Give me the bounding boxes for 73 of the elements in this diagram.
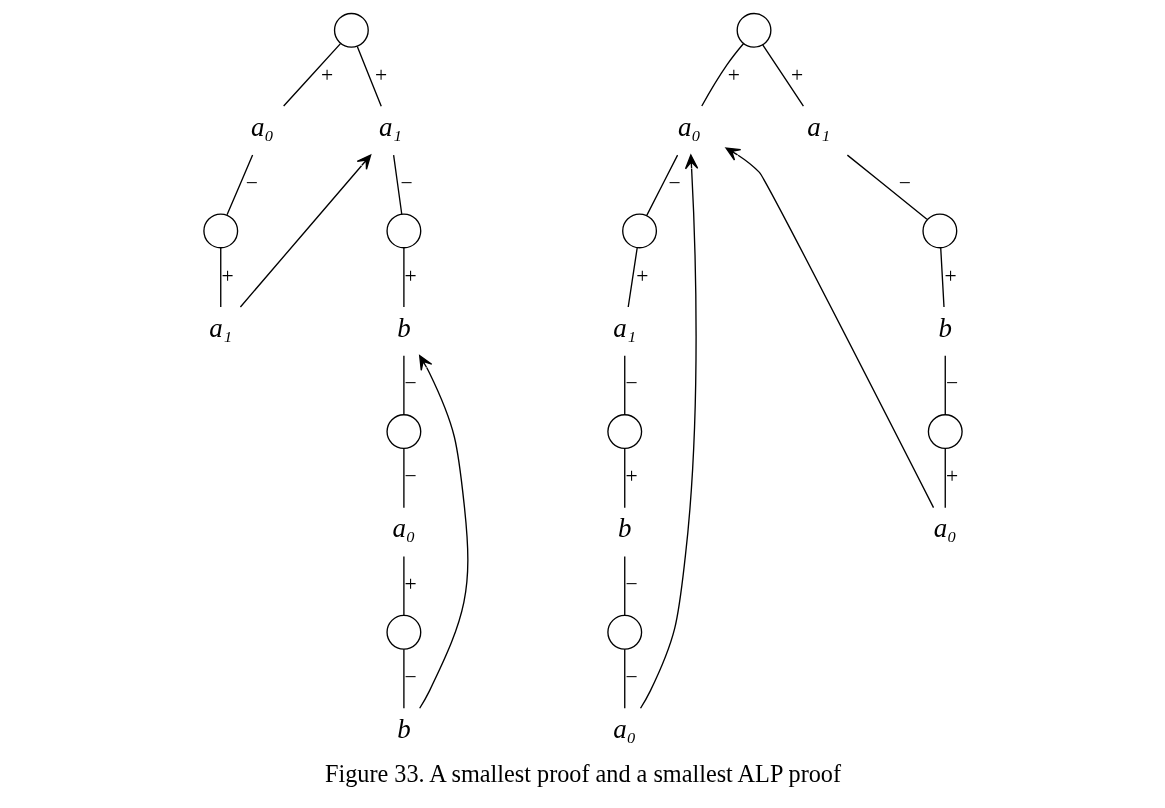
node-circle [621, 213, 657, 249]
edge-label: + [790, 62, 803, 87]
connector [623, 648, 625, 709]
connector [761, 44, 804, 107]
node-text: b [396, 312, 411, 343]
edge-label: + [727, 62, 740, 87]
arrow [239, 154, 371, 308]
node-circle [606, 414, 642, 450]
arrow [639, 154, 698, 709]
connector [645, 154, 678, 217]
edge-label: − [945, 371, 958, 396]
node-circle [385, 414, 421, 450]
edge-label: + [220, 263, 234, 288]
node-circle [333, 12, 369, 48]
edge-label: + [404, 571, 417, 596]
node-circle [606, 614, 642, 650]
node-circle [202, 213, 238, 249]
node-text: a₀ [677, 112, 701, 143]
connector [700, 42, 744, 107]
connector [225, 154, 253, 216]
edge-label: − [404, 464, 417, 489]
connector [402, 648, 405, 709]
arrow [418, 354, 469, 709]
connector [623, 447, 625, 509]
connector [392, 154, 402, 215]
connector [402, 447, 405, 509]
connector [944, 447, 946, 509]
caption: Figure 33. A smallest proof and a smallest ALP proof [324, 759, 841, 787]
connector [356, 45, 382, 107]
edge-label: − [404, 371, 417, 396]
node-circle [921, 213, 957, 249]
node-text: a₁ [612, 312, 636, 343]
node-circle [736, 12, 772, 48]
edge-label: + [944, 263, 957, 288]
edge-label: − [624, 571, 638, 596]
node-text: a₀ [391, 513, 415, 544]
connector [939, 247, 945, 308]
node-text: b [938, 312, 952, 343]
node-text: a₀ [250, 112, 274, 143]
arrow [724, 147, 934, 509]
connector [627, 247, 638, 308]
edge-label: − [400, 170, 413, 195]
edge-label: + [945, 464, 958, 489]
node-circle [385, 213, 421, 249]
connector [402, 555, 405, 616]
node-circle [385, 614, 421, 650]
connector [219, 247, 221, 308]
edge-label: − [245, 170, 258, 195]
node-text: a₁ [806, 112, 830, 143]
edge-label: − [404, 664, 417, 689]
node-circle [927, 414, 963, 450]
connector [846, 154, 928, 220]
connector [944, 355, 946, 415]
node-text: a₁ [378, 112, 402, 143]
edge-label: + [635, 263, 648, 288]
connector [402, 247, 405, 308]
node-text: a₁ [208, 312, 232, 343]
edge-label: − [624, 371, 638, 396]
connector [623, 555, 625, 616]
edge-label: − [624, 664, 638, 689]
edge-label: + [624, 464, 638, 489]
connector [623, 355, 625, 415]
connector [402, 355, 405, 415]
edge-label: − [668, 170, 681, 195]
node-text: b [396, 713, 411, 744]
node-text: b [617, 513, 631, 544]
edge-label: + [320, 62, 333, 87]
connector [282, 42, 341, 107]
edge-label: + [404, 263, 417, 288]
edge-label: − [898, 170, 911, 195]
node-text: a₀ [612, 713, 636, 744]
node-text: a₀ [933, 513, 957, 544]
edge-label: + [374, 62, 387, 87]
